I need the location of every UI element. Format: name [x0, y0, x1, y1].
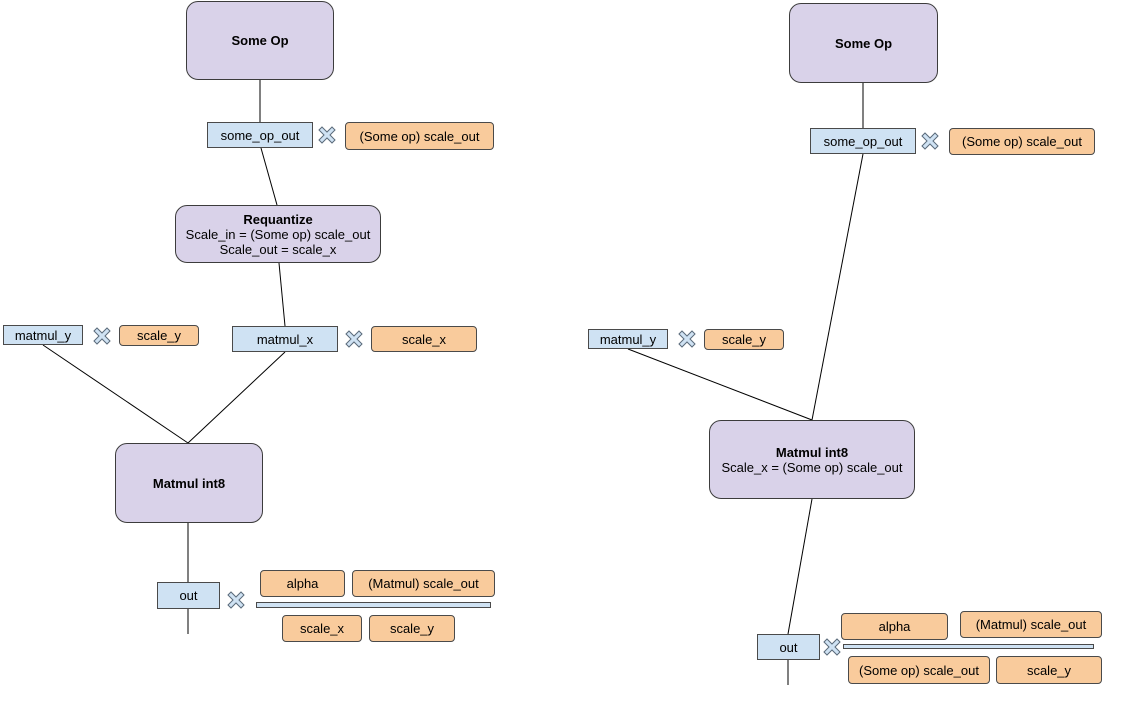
alpha-box: alpha [260, 570, 345, 597]
some-op-scale-out-denominator-label-right: (Some op) scale_out [859, 662, 979, 678]
edge-out-to-matmul-right [811, 153, 864, 421]
matmul-label: Matmul int8 [152, 475, 226, 491]
scale-y-box-right: scale_y [704, 329, 784, 350]
multiply-x-icon [823, 638, 841, 656]
some-op-label: Some Op [231, 33, 289, 48]
scale-x-denominator-box: scale_x [282, 615, 362, 642]
some-op-scale-out: (Some op) scale_out [345, 122, 494, 150]
multiply-x-icon [678, 330, 696, 348]
some-op-out-tensor: some_op_out [207, 122, 313, 148]
matmul-y-tensor: matmul_y [3, 325, 83, 345]
alpha-label-right: alpha [878, 619, 911, 634]
scale-x-denominator-label: scale_x [299, 621, 345, 636]
requantize-node: Requantize Scale_in = (Some op) scale_ou… [175, 205, 381, 263]
matmul-y-label: matmul_y [14, 327, 72, 343]
scale-x-label: scale_x [401, 331, 447, 347]
scale-y-label: scale_y [136, 328, 182, 343]
scale-y-denominator-box: scale_y [369, 615, 455, 642]
scale-y-label-right: scale_y [721, 332, 767, 347]
some-op-node: Some Op [186, 1, 334, 80]
matmul-y-label-right: matmul_y [599, 331, 657, 347]
edge-matmul-y-to-matmul-right [627, 348, 813, 421]
some-op-label-right: Some Op [834, 35, 893, 51]
requantize-title: Requantize [243, 211, 313, 227]
some-op-out-tensor-right: some_op_out [810, 128, 916, 154]
multiply-x-icon [921, 132, 939, 150]
alpha-box-right: alpha [841, 613, 948, 640]
scale-x-box: scale_x [371, 326, 477, 352]
matmul-node-right: Matmul int8 Scale_x = (Some op) scale_ou… [709, 420, 915, 499]
matmul-x-tensor: matmul_x [232, 326, 338, 352]
fraction-bar [256, 602, 491, 608]
out-label-right: out [779, 639, 798, 655]
edge-out-to-requantize [260, 147, 278, 206]
requantize-scale-in: Scale_in = (Some op) scale_out [185, 226, 371, 242]
some-op-out-label: some_op_out [220, 127, 300, 143]
matmul-scale-x-right: Scale_x = (Some op) scale_out [721, 459, 903, 475]
requantize-scale-out: Scale_out = scale_x [219, 241, 337, 257]
alpha-label: alpha [286, 576, 319, 591]
some-op-node-right: Some Op [789, 3, 938, 83]
matmul-scale-out-label-right: (Matmul) scale_out [975, 617, 1087, 632]
scale-y-box: scale_y [119, 325, 199, 346]
matmul-y-tensor-right: matmul_y [588, 329, 668, 349]
matmul-title-right: Matmul int8 [775, 444, 849, 460]
edge-requantize-to-matmul-x [278, 262, 286, 327]
multiply-x-icon [345, 330, 363, 348]
some-op-out-label-right: some_op_out [823, 133, 903, 149]
multiply-x-icon [93, 327, 111, 345]
edge-matmul-to-out-right [787, 498, 813, 635]
fraction-bar-right [843, 644, 1094, 649]
some-op-scale-out-label-right: (Some op) scale_out [962, 134, 1082, 149]
multiply-x-icon [318, 126, 336, 144]
matmul-scale-out-label: (Matmul) scale_out [368, 576, 479, 591]
out-tensor: out [157, 582, 220, 609]
matmul-scale-out-box-right: (Matmul) scale_out [960, 611, 1102, 638]
edge-matmul-y-to-matmul [42, 344, 189, 444]
out-tensor-right: out [757, 634, 820, 660]
matmul-x-label: matmul_x [256, 331, 314, 347]
out-label: out [179, 588, 198, 603]
multiply-x-icon [227, 591, 245, 609]
scale-y-denominator-label-right: scale_y [1026, 662, 1072, 678]
matmul-scale-out-box: (Matmul) scale_out [352, 570, 495, 597]
edge-matmul-x-to-matmul [187, 351, 286, 444]
some-op-scale-out-denominator-right: (Some op) scale_out [848, 656, 990, 684]
some-op-scale-out-label: (Some op) scale_out [359, 128, 480, 144]
some-op-scale-out-right: (Some op) scale_out [949, 128, 1095, 155]
scale-y-denominator-label: scale_y [389, 621, 435, 636]
matmul-node: Matmul int8 [115, 443, 263, 523]
scale-y-denominator-box-right: scale_y [996, 656, 1102, 684]
